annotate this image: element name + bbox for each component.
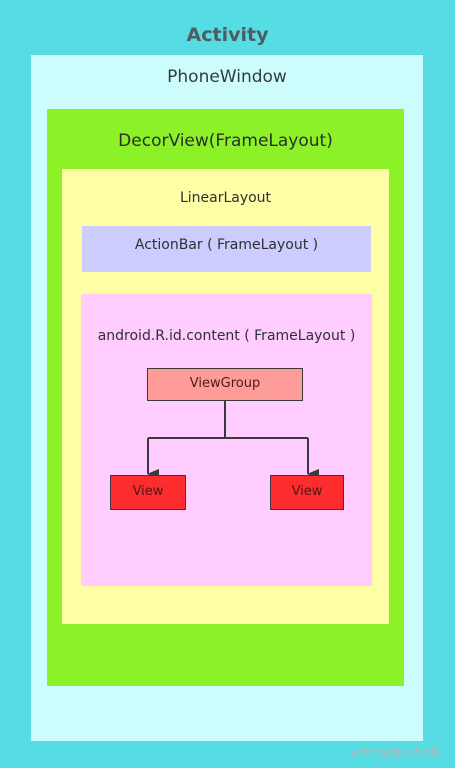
content-box: android.R.id.content ( FrameLayout ) xyxy=(81,294,372,586)
tree-connectors xyxy=(147,401,319,479)
watermark: @稀土掘金技术社区 xyxy=(351,748,441,759)
phone-window-box: PhoneWindow DecorView(FrameLayout) Linea… xyxy=(31,55,423,741)
action-bar-title: ActionBar ( FrameLayout ) xyxy=(134,237,319,253)
activity-title: Activity xyxy=(186,24,269,46)
decor-view-title: DecorView(FrameLayout) xyxy=(118,131,333,151)
content-title: android.R.id.content ( FrameLayout ) xyxy=(97,328,356,344)
view-node-right: View xyxy=(270,475,344,510)
view-node-left: View xyxy=(110,475,186,510)
decor-view-box: DecorView(FrameLayout) LinearLayout Acti… xyxy=(47,109,404,686)
action-bar-box: ActionBar ( FrameLayout ) xyxy=(82,226,371,272)
linear-layout-title: LinearLayout xyxy=(179,190,272,206)
view-group-node: ViewGroup xyxy=(147,368,303,401)
phone-window-title: PhoneWindow xyxy=(167,67,287,87)
linear-layout-box: LinearLayout ActionBar ( FrameLayout ) a… xyxy=(62,169,389,624)
